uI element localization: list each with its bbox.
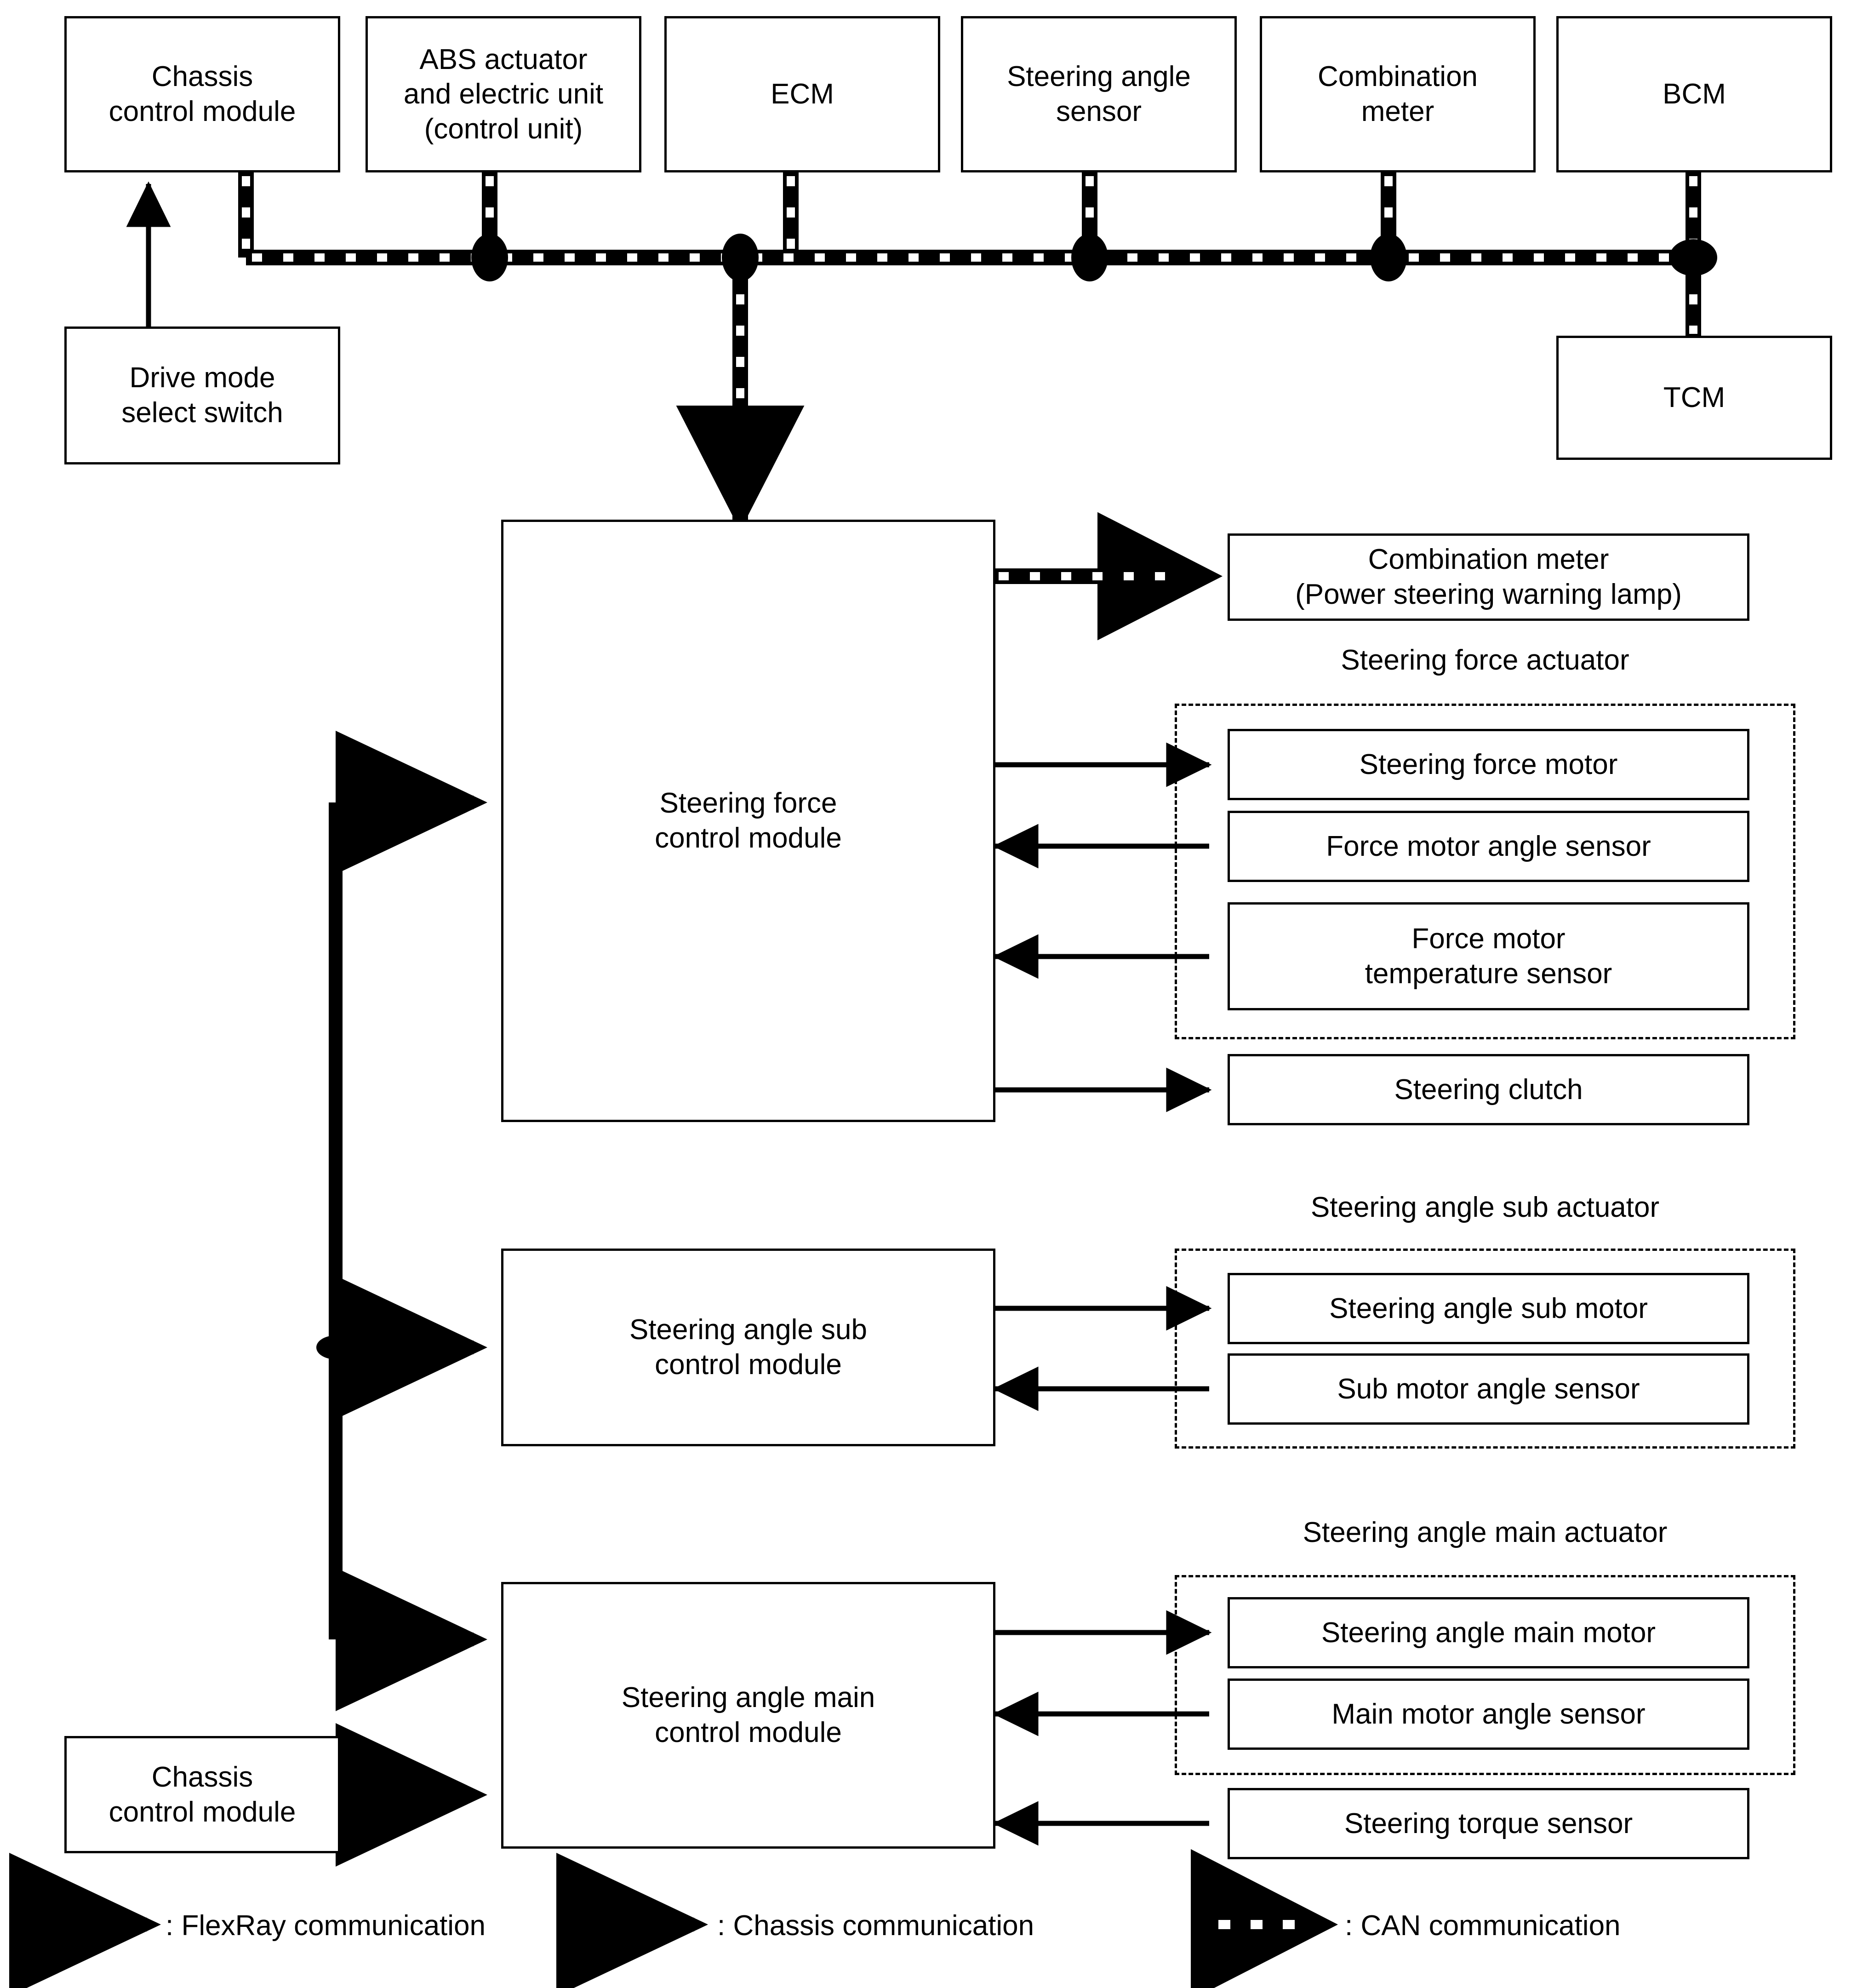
module-combination-meter-warning-lamp[interactable]: Combination meter (Power steering warnin… — [1228, 533, 1749, 621]
group-caption-steering-angle-main-actuator: Steering angle main actuator — [1303, 1517, 1668, 1548]
group-steering-angle-main-actuator — [1175, 1575, 1795, 1775]
module-steering-angle-sub-control-module[interactable]: Steering angle sub control module — [501, 1249, 995, 1446]
module-combination-meter[interactable]: Combination meter — [1260, 16, 1536, 172]
device-force-motor-temperature-sensor[interactable]: Force motor temperature sensor — [1228, 902, 1749, 1010]
module-ecm[interactable]: ECM — [664, 16, 940, 172]
legend-label-chassis: : Chassis communication — [717, 1910, 1034, 1942]
flexray-bus — [316, 731, 487, 1711]
module-chassis-control-module-bottom[interactable]: Chassis control module — [64, 1736, 340, 1853]
module-tcm[interactable]: TCM — [1556, 336, 1832, 460]
module-drive-mode-select-switch[interactable]: Drive mode select switch — [64, 327, 340, 464]
group-steering-force-actuator — [1175, 704, 1795, 1039]
legend-label-can: : CAN communication — [1345, 1910, 1621, 1942]
module-abs-actuator[interactable]: ABS actuator and electric unit (control … — [366, 16, 641, 172]
module-chassis-control-module-top[interactable]: Chassis control module — [64, 16, 340, 172]
device-steering-force-motor[interactable]: Steering force motor — [1228, 729, 1749, 800]
group-caption-steering-force-actuator: Steering force actuator — [1341, 644, 1629, 676]
device-main-motor-angle-sensor[interactable]: Main motor angle sensor — [1228, 1679, 1749, 1750]
device-force-motor-angle-sensor[interactable]: Force motor angle sensor — [1228, 811, 1749, 882]
group-steering-angle-sub-actuator — [1175, 1249, 1795, 1449]
device-steering-clutch[interactable]: Steering clutch — [1228, 1054, 1749, 1125]
module-steering-angle-main-control-module[interactable]: Steering angle main control module — [501, 1582, 995, 1849]
device-steering-torque-sensor[interactable]: Steering torque sensor — [1228, 1788, 1749, 1859]
module-steering-force-control-module[interactable]: Steering force control module — [501, 520, 995, 1122]
sub-module-device-links — [993, 1286, 1212, 1411]
device-steering-angle-sub-motor[interactable]: Steering angle sub motor — [1228, 1273, 1749, 1344]
group-caption-steering-angle-sub-actuator: Steering angle sub actuator — [1310, 1192, 1660, 1223]
force-module-device-links — [993, 742, 1212, 1112]
device-sub-motor-angle-sensor[interactable]: Sub motor angle sensor — [1228, 1353, 1749, 1425]
main-module-device-links — [993, 1610, 1212, 1846]
device-steering-angle-main-motor[interactable]: Steering angle main motor — [1228, 1597, 1749, 1668]
module-steering-angle-sensor[interactable]: Steering angle sensor — [961, 16, 1237, 172]
legend-label-flexray: : FlexRay communication — [166, 1910, 486, 1942]
module-bcm[interactable]: BCM — [1556, 16, 1832, 172]
can-bus — [238, 172, 1717, 531]
